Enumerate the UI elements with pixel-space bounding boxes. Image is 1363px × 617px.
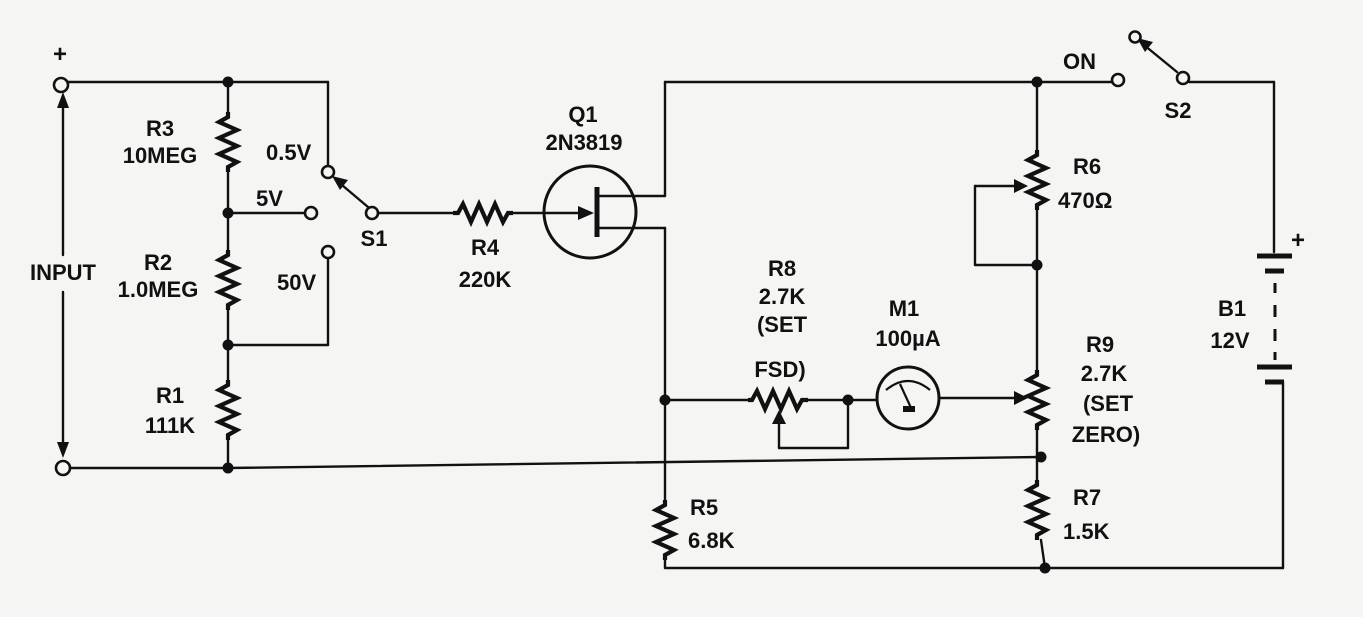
drain-supply-wiring: [663, 76, 1114, 198]
m1-scale-arc: [885, 379, 931, 391]
r8-ref: R8: [768, 256, 796, 281]
r6-ref: R6: [1073, 154, 1101, 179]
q1-body: [542, 164, 638, 260]
s2-on-label: ON: [1063, 49, 1096, 74]
s2-common-terminal: [1175, 70, 1191, 86]
input-arrow-up-icon: [57, 92, 69, 108]
s2-ref: S2: [1165, 98, 1192, 123]
r8-note-line2: FSD): [754, 357, 805, 382]
s1-common-terminal: [364, 205, 380, 221]
r1-value: 111K: [145, 413, 195, 438]
s2-lever: [1142, 43, 1179, 74]
input-negative-terminal: [54, 459, 72, 477]
r1-ref: R1: [156, 383, 184, 408]
r6-wiper-arrow-icon: [1014, 179, 1028, 193]
b1-value: 12V: [1210, 328, 1249, 353]
r6-rheostat: [1022, 150, 1052, 210]
input-label: INPUT: [30, 260, 97, 285]
r4-group: R4 220K: [376, 198, 550, 292]
r5-value: 6.8K: [688, 528, 735, 553]
s1-contact-50v: [320, 244, 336, 260]
s2-power-switch: ON S2: [1063, 30, 1276, 254]
r9-note-line2: ZERO): [1072, 422, 1140, 447]
r2-resistor: [213, 250, 243, 310]
r3-resistor: [213, 112, 243, 172]
input-plus-sign: +: [53, 41, 67, 68]
b1-ref: B1: [1218, 296, 1246, 321]
s1-label-0-5v: 0.5V: [266, 140, 312, 165]
m1-ref: M1: [889, 296, 920, 321]
s2-lever-arrow-icon: [1137, 38, 1153, 52]
r5-resistor: [650, 500, 680, 560]
q1-ref: Q1: [568, 102, 597, 127]
attenuator-chain: R3 10MEG R2 1.0MEG R1 111K: [66, 76, 336, 474]
s1-wiper-arrow-icon: [332, 176, 348, 190]
m1-pivot: [903, 406, 915, 412]
r8-wiper-arrow-icon: [772, 410, 786, 424]
s1-range-switch: 0.5V 5V 50V S1: [256, 140, 387, 295]
input-terminals: + INPUT: [30, 41, 97, 477]
r3-ref: R3: [146, 116, 174, 141]
s1-ref: S1: [361, 226, 388, 251]
b1-battery: + B1 12V: [1210, 227, 1305, 570]
common-rail: [226, 455, 1043, 470]
input-arrow-down-icon: [57, 442, 69, 458]
m1-needle: [899, 383, 913, 411]
r8-potentiometer: [748, 385, 808, 415]
s1-contact-0-5v: [320, 164, 336, 180]
r7-resistor: [1022, 480, 1052, 540]
r9-note-line1: (SET: [1083, 391, 1134, 416]
r8-note-line1: (SET: [757, 312, 808, 337]
r7-value: 1.5K: [1063, 519, 1110, 544]
r1-resistor: [213, 380, 243, 440]
b1-plus-sign: +: [1291, 227, 1305, 254]
r5-ref: R5: [690, 495, 718, 520]
s1-label-50v: 50V: [277, 270, 316, 295]
s2-contact-off: [1128, 30, 1142, 44]
r4-ref: R4: [471, 235, 500, 260]
r3-value: 10MEG: [123, 143, 198, 168]
r2-ref: R2: [144, 250, 172, 275]
r9-ref: R9: [1086, 332, 1114, 357]
m1-value: 100µA: [875, 326, 940, 351]
source-branch: R5 6.8K R8 2.7K (SET FSD) M1 100µA: [650, 226, 1285, 574]
q1-gate-arrow-icon: [578, 206, 594, 220]
r9-value: 2.7K: [1081, 361, 1128, 386]
s1-contact-5v: [303, 205, 319, 221]
r6-value: 470Ω: [1058, 188, 1112, 213]
s1-label-5v: 5V: [256, 186, 283, 211]
r8-value: 2.7K: [759, 284, 806, 309]
r2-value: 1.0MEG: [118, 277, 199, 302]
r9-potentiometer: [1022, 370, 1052, 430]
r4-resistor: [453, 198, 513, 228]
s2-contact-on: [1110, 72, 1126, 88]
q1-part: 2N3819: [545, 130, 622, 155]
r4-value: 220K: [459, 267, 512, 292]
m1-meter: [875, 365, 941, 431]
right-divider: R6 470Ω R9 2.7K (SET ZERO) R7 1.5K: [973, 80, 1140, 570]
input-positive-terminal: [52, 76, 70, 94]
r9-wiper-arrow-icon: [1014, 391, 1028, 405]
r7-ref: R7: [1073, 485, 1101, 510]
q1-jfet: Q1 2N3819: [542, 102, 667, 260]
